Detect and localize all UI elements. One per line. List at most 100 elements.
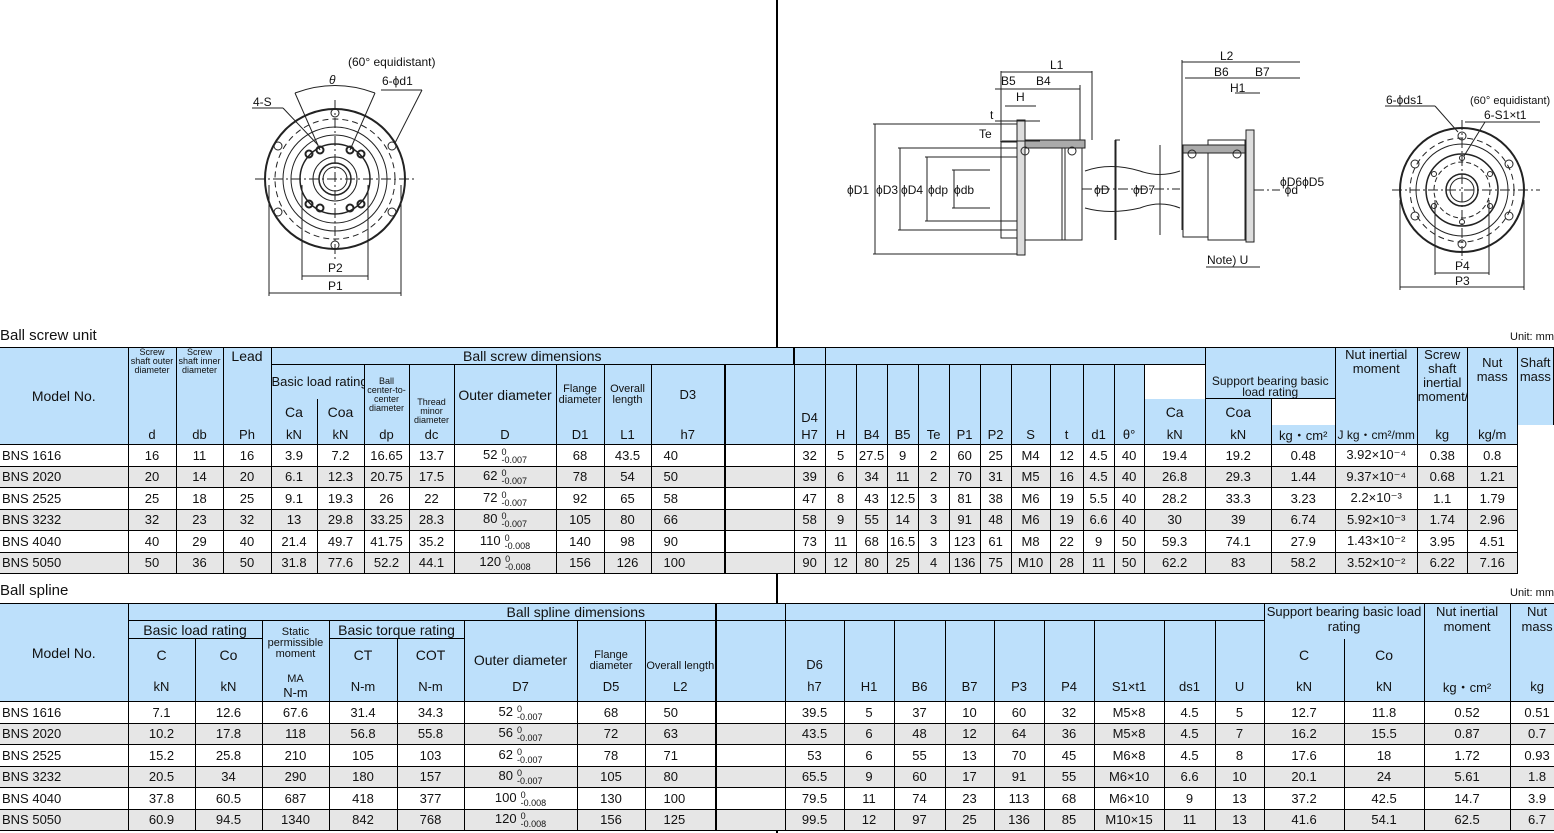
cell-theta: 40 [1113,444,1145,467]
cell-nut_inertia: 0.87 [1423,722,1511,745]
cell-D4: 47 [793,487,826,510]
cell-model: BNS 3232 [0,508,129,531]
header-S: S [1010,424,1051,445]
cell-model: BNS 1616 [0,701,129,724]
header-flange-diameter: Flange diameter [555,364,605,425]
svg-text:ϕD7: ϕD7 [1133,183,1155,197]
cell-U: 8 [1214,744,1265,767]
cell-shaft_inertia: 1.43×10⁻² [1334,530,1418,553]
cell-D5: 78 [576,744,646,767]
cell-Co: 94.5 [194,808,263,831]
cell-C: 7.1 [127,701,196,724]
cell-model: BNS 2020 [0,465,129,488]
header-sym-D1: D1 [555,424,605,445]
cell-spacer [723,530,795,553]
svg-text:B5: B5 [1001,74,1016,88]
header-spacer-2 [723,364,795,445]
cell-P1: 70 [948,465,981,488]
cell-L1: 43.5 [603,444,652,467]
cell-S: M6 [1010,487,1051,510]
cell-t: 22 [1049,530,1084,553]
header-sb-ca: Ca [1143,398,1206,425]
spline-header-B7: B7 [944,671,995,702]
spline-header-H1: H1 [843,671,895,702]
svg-text:6-ϕd1: 6-ϕd1 [382,74,413,88]
cell-D6: 53 [784,744,845,767]
cell-S: M10 [1010,551,1051,574]
header-unit-shaft-mass: kg/m [1466,424,1518,445]
cell-model: BNS 4040 [0,530,129,553]
header-shaft-mass: Shaft mass [1516,347,1554,425]
header-ca: Ca [270,398,318,425]
spline-header-unit-sb-C: kN [1263,671,1345,702]
cell-H1: 5 [843,701,895,724]
header-sym-L1: L1 [603,424,652,445]
cell-d1: 4.5 [1082,444,1115,467]
cell-sb_C: 16.2 [1263,722,1345,745]
cell-Ma: 210 [261,744,330,767]
cell-H: 9 [824,508,857,531]
header-basic-load-rating: Basic load rating [270,364,365,399]
spline-header-U: U [1214,671,1265,702]
cell-nut_mass: 6.7 [1509,808,1554,831]
cell-D5: 130 [576,787,646,810]
spline-header-model-no: Model No. [0,603,129,702]
cell-d1: 6.6 [1082,508,1115,531]
cell-coa: 19.3 [316,487,365,510]
cell-coa: 49.7 [316,530,365,553]
spline-header-overall-length: Overall length [644,620,717,672]
svg-text:(60° equidistant): (60° equidistant) [348,55,436,69]
spline-header-static-permissible-moment: Static permissible moment [261,620,330,672]
cell-nut_mass: 3.9 [1509,787,1554,810]
cell-P1: 60 [948,444,981,467]
cell-t: 19 [1049,508,1084,531]
cell-db: 29 [175,530,224,553]
cell-model: BNS 2525 [0,744,129,767]
spline-header-support-bearing: Support bearing basic load rating [1263,603,1425,639]
header-model-no: Model No. [0,347,129,445]
cell-d: 32 [127,508,177,531]
cell-model: BNS 2020 [0,722,129,745]
header-P2: P2 [979,424,1012,445]
cell-ca: 21.4 [270,530,318,553]
cell-theta: 40 [1113,487,1145,510]
cell-D1: 92 [555,487,605,510]
cell-shaft_mass: 7.16 [1466,551,1518,574]
spline-header-Co: Co [194,638,263,672]
cell-P2: 38 [979,487,1012,510]
cell-Ma: 67.6 [261,701,330,724]
cell-S1t1: M6×10 [1093,765,1165,788]
cell-sb_coa: 29.3 [1204,465,1272,488]
cell-nut_inertia: 1.44 [1270,465,1336,488]
header-screw-shaft-inertial-moment: Screw shaft inertial moment/mm [1416,347,1468,425]
cell-nut_mass: 1.74 [1416,508,1468,531]
spline-header-unit-Co: kN [194,671,263,702]
cell-sb_C: 12.7 [1263,701,1345,724]
cell-spacer [715,787,786,810]
cell-nut_inertia: 0.48 [1270,444,1336,467]
cell-B7: 23 [944,787,995,810]
cell-P4: 68 [1043,787,1095,810]
spline-header-nut-mass: Nut mass [1509,603,1554,639]
header-overall-length: Overall length [603,364,652,425]
svg-text:(60° equidistant): (60° equidistant) [1470,95,1550,107]
cell-db: 14 [175,465,224,488]
cell-d: 25 [127,487,177,510]
cell-model: BNS 1616 [0,444,129,467]
cell-spacer [715,744,786,767]
cell-P3: 113 [993,787,1045,810]
spline-header-dimensions-cont [784,603,1265,621]
cell-ds1: 11 [1163,808,1216,831]
cell-ph: 32 [222,508,272,531]
cell-H: 12 [824,551,857,574]
cell-Te: 3 [917,530,950,553]
cell-Te: 3 [917,508,950,531]
cell-sb_ca: 59.3 [1143,530,1206,553]
header-coa: Coa [316,398,365,425]
cell-nut_inertia: 6.74 [1270,508,1336,531]
cell-Cot: 34.3 [396,701,465,724]
header-spacer [793,347,826,365]
